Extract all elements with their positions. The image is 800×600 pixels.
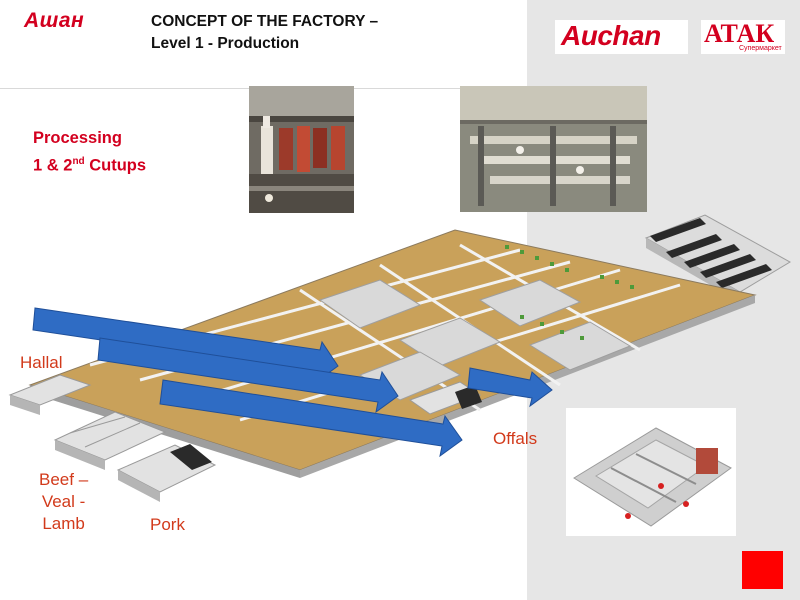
label-beef-veal-lamb: Beef – Veal - Lamb: [39, 469, 88, 535]
room-blocks: [318, 279, 632, 401]
atak-logo-subtext: Супермаркет: [739, 45, 782, 52]
label-beef-line-2: Veal -: [41, 492, 86, 511]
flow-arrow-beef: [97, 337, 399, 414]
label-beef-line-1: Beef –: [39, 470, 89, 489]
flow-arrows: [32, 307, 553, 458]
label-offals: Offals: [493, 429, 538, 448]
photo-carcass-line: [249, 86, 354, 213]
label-hallal: Hallal: [20, 353, 63, 372]
page-title: CONCEPT OF THE FACTORY – Level 1 - Produ…: [151, 11, 378, 55]
processing-caption: Processing 1 & 2nd Cutups: [33, 126, 146, 178]
storage-cells-pork: [116, 444, 217, 502]
label-beef-line-3: Lamb: [42, 514, 85, 533]
processing-line-2-sup: nd: [72, 156, 85, 167]
photo-processing-conveyor: [460, 86, 647, 212]
storage-cells-beef: [53, 411, 167, 470]
storage-cells-hallal: [8, 374, 92, 415]
page-title-line-2: Level 1 - Production: [151, 35, 300, 52]
label-pork: Pork: [150, 515, 185, 534]
auchan-logo: Auchan: [555, 20, 688, 54]
storage-cells-offals: [408, 381, 482, 415]
storage-cells-upper: [644, 214, 792, 302]
atak-logo: АТАК Супермаркет: [701, 19, 785, 54]
photo-3d-floor-model: [566, 408, 736, 536]
processing-line-2-suffix: Cutups: [84, 156, 147, 175]
equipment-markers: [505, 245, 634, 340]
processing-line-2-prefix: 1 & 2: [33, 156, 73, 175]
atak-logo-text: АТАК: [704, 19, 775, 48]
processing-line-2: 1 & 2nd Cutups: [33, 150, 146, 178]
auchan-logo-text: Auchan: [561, 20, 661, 51]
flow-arrow-pork: [159, 379, 463, 458]
corner-red-square: [742, 551, 783, 589]
auchan-cyrillic-logo: Ашан: [24, 9, 85, 32]
processing-line-1: Processing: [33, 129, 122, 147]
page-title-line-1: CONCEPT OF THE FACTORY –: [151, 13, 379, 30]
flow-arrow-offals: [467, 367, 553, 408]
